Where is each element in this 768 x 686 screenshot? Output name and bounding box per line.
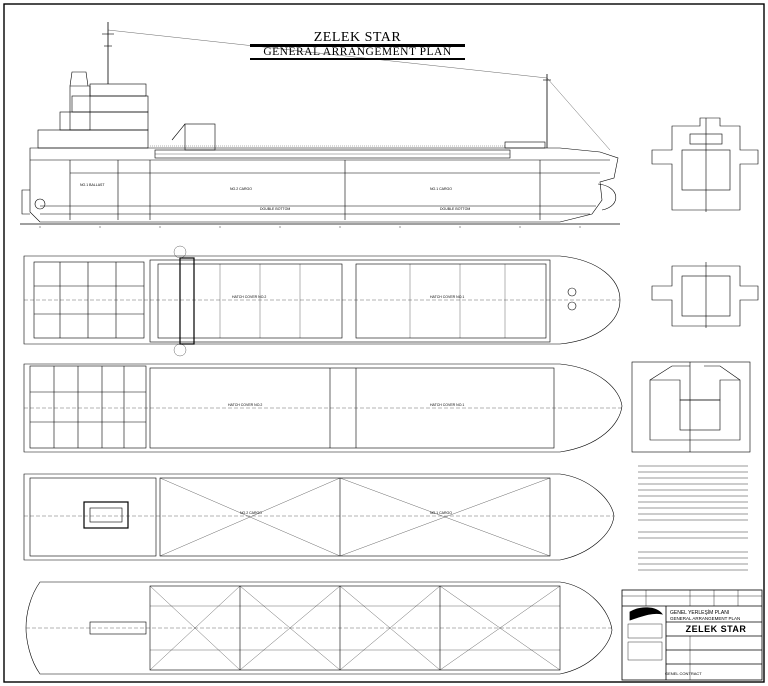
main-deck-plan [23, 363, 623, 453]
main-deck-labels: HATCH COVER NO.2 HATCH COVER NO.1 [228, 403, 464, 407]
poop-deck-labels: HATCH COVER NO.2 HATCH COVER NO.1 [232, 295, 464, 299]
svg-text:HATCH COVER NO.1: HATCH COVER NO.1 [430, 295, 464, 299]
svg-text:DOUBLE BOTTOM: DOUBLE BOTTOM [440, 207, 470, 211]
drawing-subtitle: GENERAL ARRANGEMENT PLAN [263, 46, 452, 58]
title-block-plan-tr: GENEL YERLEŞİM PLANI [670, 610, 730, 616]
profile-view [20, 22, 620, 228]
title-rule-bottom [250, 58, 465, 60]
section-views [631, 117, 759, 453]
svg-text:DOUBLE BOTTOM: DOUBLE BOTTOM [260, 207, 290, 211]
svg-text:NO.2 CARGO: NO.2 CARGO [240, 511, 262, 515]
tank-top-labels: NO.2 CARGO NO.1 CARGO [240, 511, 452, 515]
svg-text:NO.1 BALLAST: NO.1 BALLAST [80, 183, 105, 187]
poop-deck-plan [23, 245, 621, 357]
tank-top-plan [23, 473, 615, 561]
title-block-contract: GENEL CONTRACT [665, 671, 702, 676]
particulars-table [638, 465, 748, 571]
double-bottom-plan [25, 581, 613, 675]
title-block-ship-name: ZELEK STAR [685, 624, 747, 634]
svg-text:HATCH COVER NO.2: HATCH COVER NO.2 [228, 403, 262, 407]
title-rule-top [250, 44, 465, 47]
drawing-title: ZELEK STAR [313, 30, 402, 45]
drawing-border [3, 3, 765, 683]
svg-text:NO.1 CARGO: NO.1 CARGO [430, 511, 452, 515]
title-block-plan-en: GENERAL ARRANGEMENT PLAN [670, 616, 741, 621]
svg-text:NO.1 CARGO: NO.1 CARGO [430, 187, 452, 191]
svg-text:NO.2 CARGO: NO.2 CARGO [230, 187, 252, 191]
svg-text:HATCH COVER NO.2: HATCH COVER NO.2 [232, 295, 266, 299]
svg-text:HATCH COVER NO.1: HATCH COVER NO.1 [430, 403, 464, 407]
profile-labels: NO.1 BALLAST NO.2 CARGO NO.1 CARGO DOUBL… [80, 183, 470, 211]
title-block-frame [621, 589, 763, 681]
